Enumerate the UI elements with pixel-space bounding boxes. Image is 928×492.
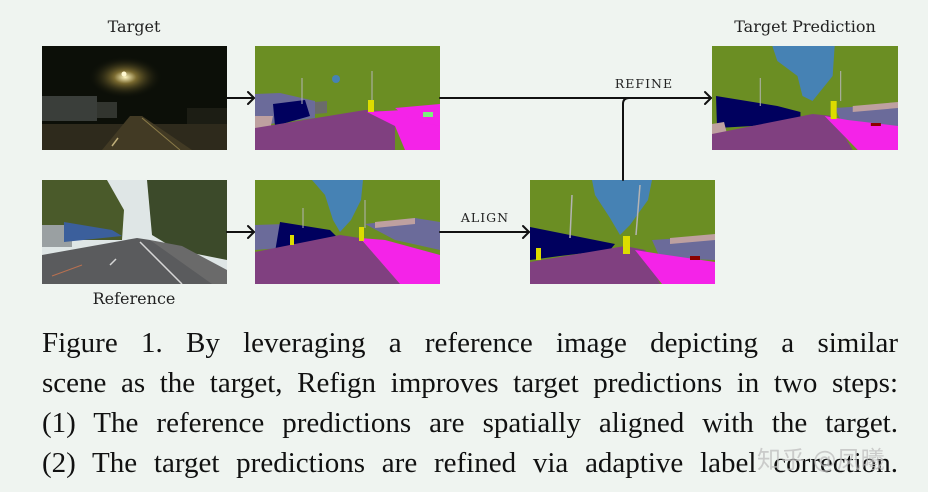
figure-caption: Figure 1. By leveraging a reference imag…: [42, 323, 898, 483]
watermark: 知乎 @凤曦: [757, 446, 885, 474]
target-image: [42, 46, 227, 150]
reference-image: [42, 180, 227, 284]
caption-line-3: (1) The reference predictions are spatia…: [42, 407, 898, 439]
caption-line-4: (2) The target predictions are refined v…: [42, 447, 898, 479]
target-prediction: [712, 46, 898, 150]
target-prediction-label: Target Prediction: [734, 17, 876, 36]
align-label: ALIGN: [460, 210, 510, 225]
caption-line-1: Figure 1. By leveraging a reference imag…: [42, 327, 898, 359]
refine-label: REFINE: [614, 76, 674, 91]
target-label: Target: [107, 17, 161, 36]
reference-label: Reference: [92, 289, 176, 308]
reference-segmentation: [255, 180, 440, 284]
aligned-reference-segmentation: [530, 180, 715, 284]
target-segmentation: [255, 46, 440, 150]
caption-line-2: scene as the target, Refign improves tar…: [42, 367, 898, 399]
